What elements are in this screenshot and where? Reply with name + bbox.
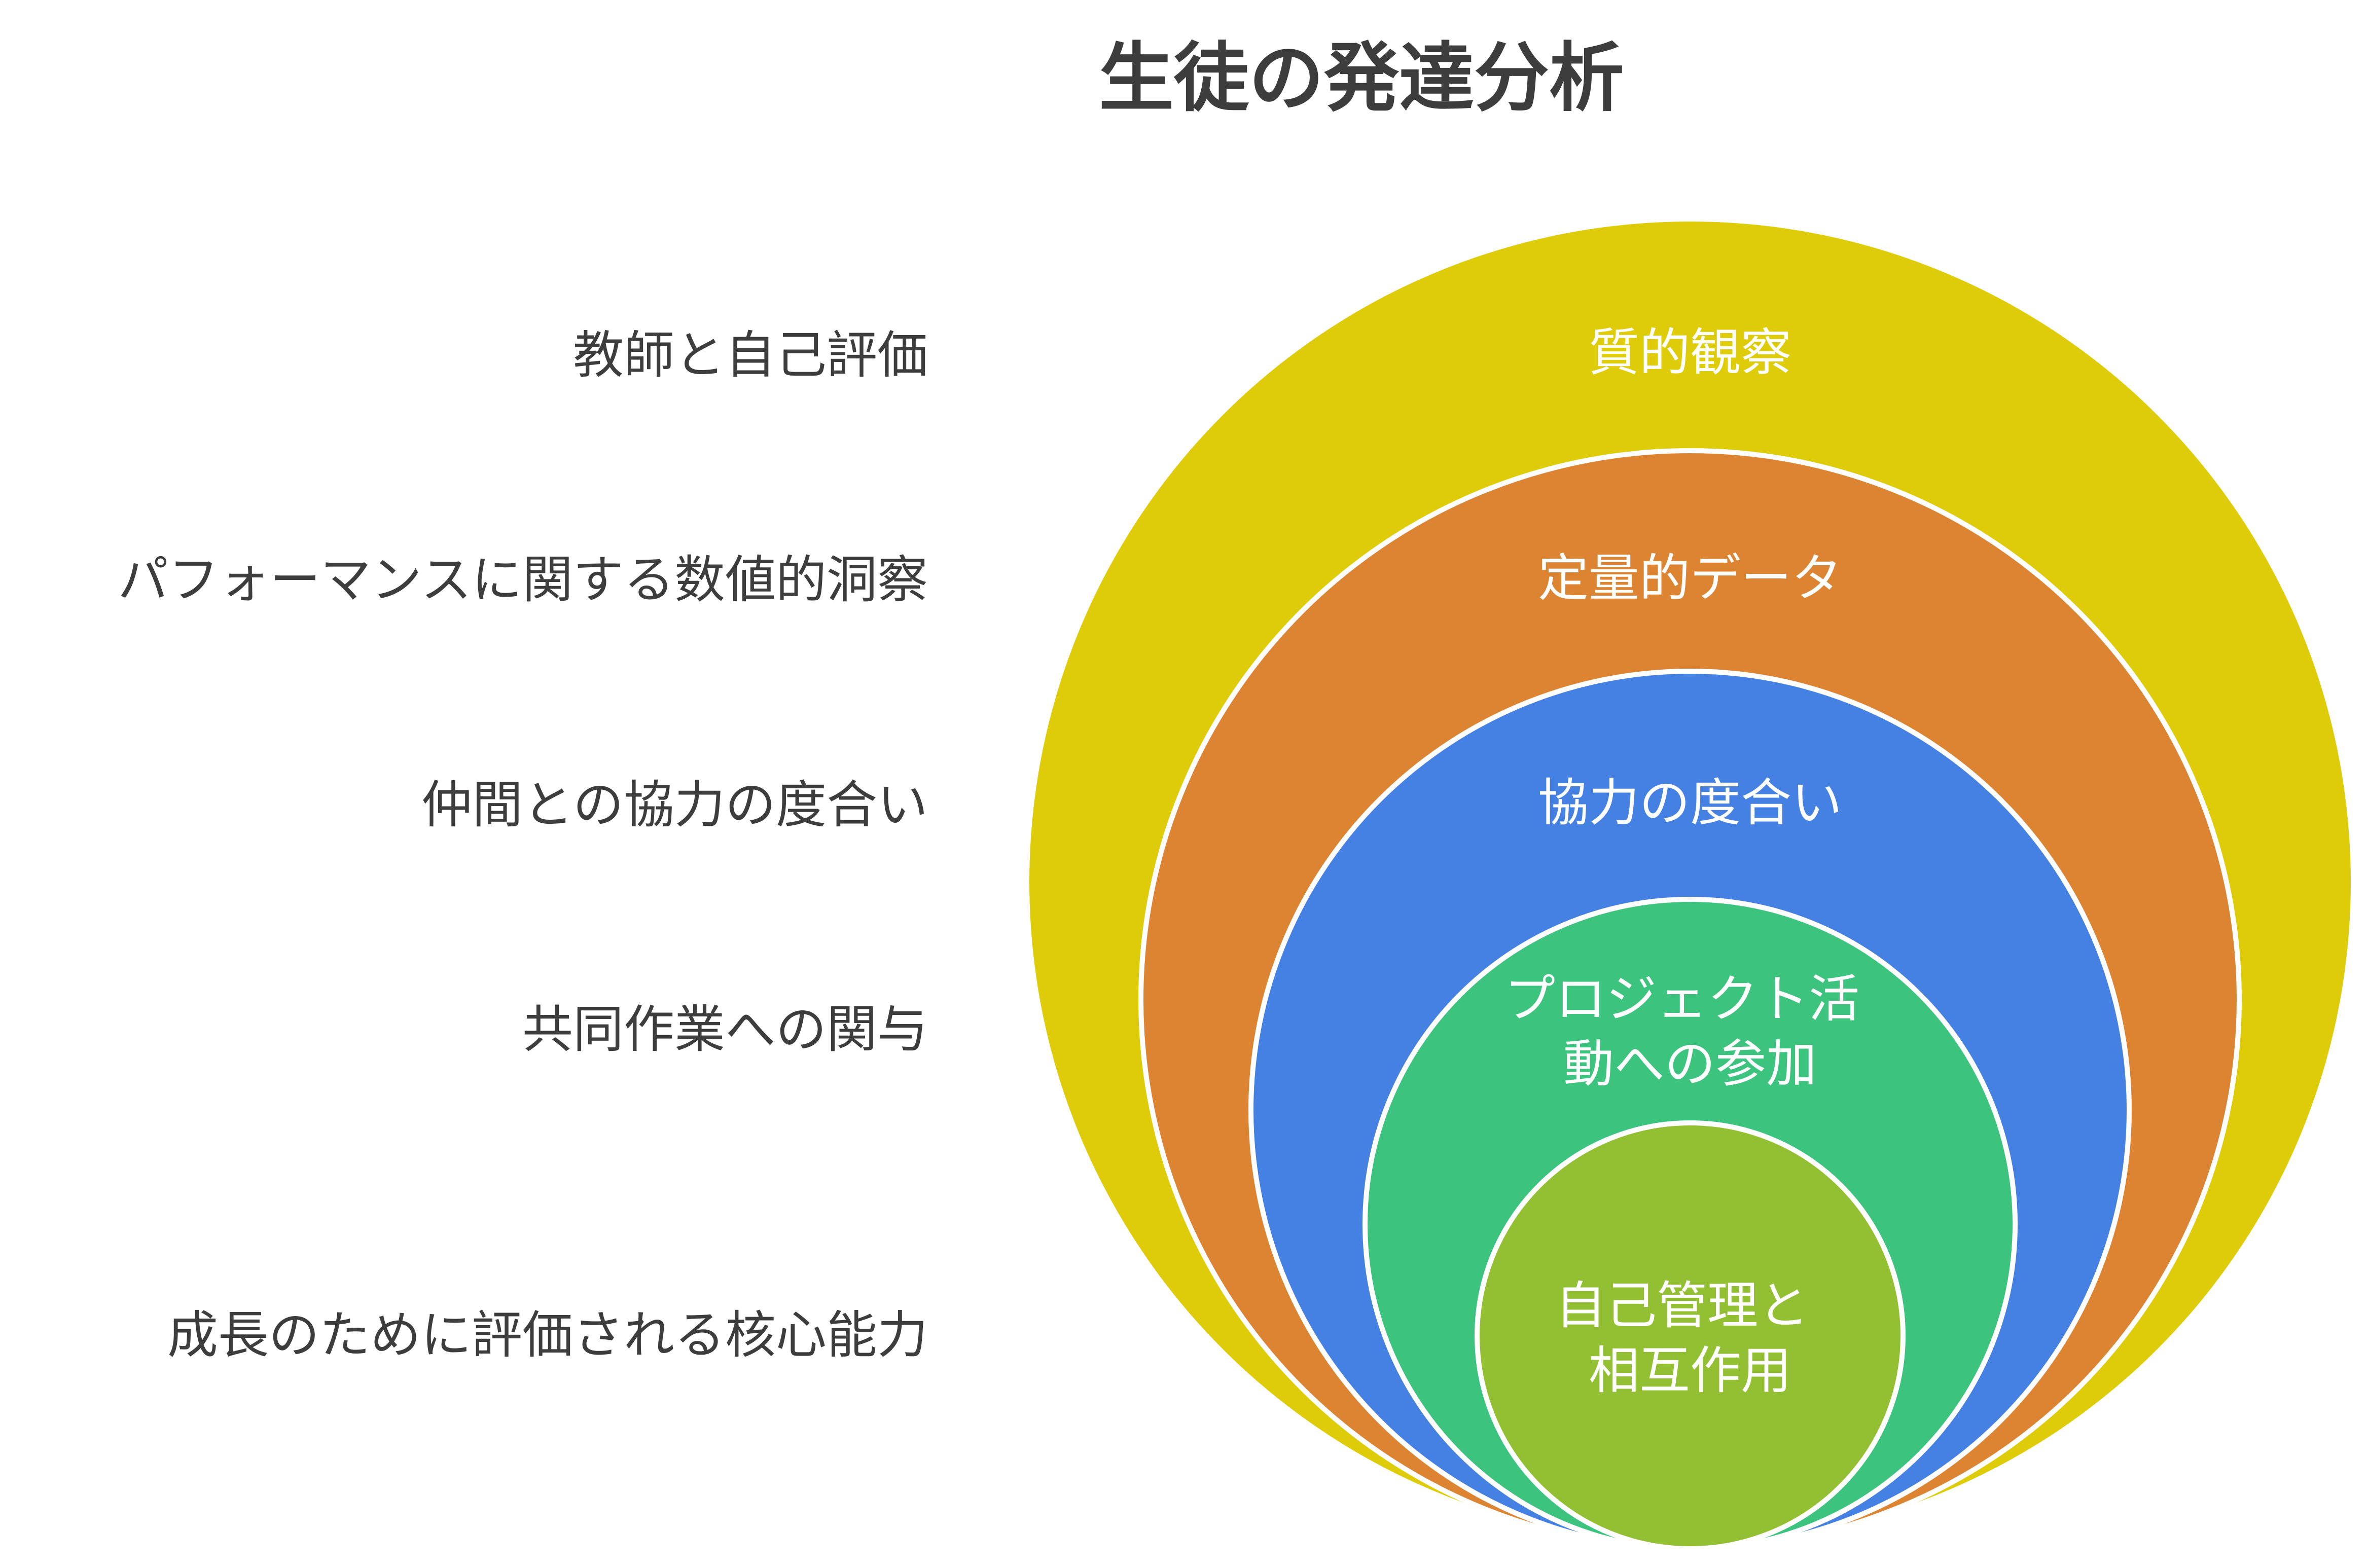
ring-label-line: 自己管理と bbox=[1555, 1276, 1809, 1335]
ring-label-quantitative: 定量的データ bbox=[1538, 549, 1842, 608]
ring-label-project: プロジェクト活 動への参加 bbox=[1504, 969, 1876, 1093]
ring-label-collaboration: 協力の度合い bbox=[1538, 773, 1842, 832]
side-label-core: 成長のために評価される核心能力 bbox=[167, 1305, 928, 1365]
side-label-project: 共同作業への関与 bbox=[522, 1000, 928, 1059]
ring-label-line: 協力の度合い bbox=[1538, 773, 1842, 832]
ring-label-line: 動への参加 bbox=[1563, 1034, 1817, 1093]
ring-label-line: 相互作用 bbox=[1589, 1341, 1791, 1400]
ring-label-line: 質的観察 bbox=[1589, 323, 1791, 382]
ring-label-core: 自己管理と 相互作用 bbox=[1555, 1276, 1825, 1400]
side-label-qualitative: 教師と自己評価 bbox=[573, 325, 928, 385]
side-label-collaboration: 仲間との協力の度合い bbox=[421, 775, 928, 834]
ring-label-line: 定量的データ bbox=[1538, 549, 1842, 608]
ring-label-line: プロジェクト活 bbox=[1504, 969, 1859, 1029]
ring-label-qualitative: 質的観察 bbox=[1589, 323, 1791, 382]
side-label-quantitative: パフォーマンスに関する数値的洞察 bbox=[118, 550, 928, 609]
ring-core bbox=[1475, 1120, 1906, 1551]
page-title: 生徒の発達分析 bbox=[1099, 34, 1624, 122]
